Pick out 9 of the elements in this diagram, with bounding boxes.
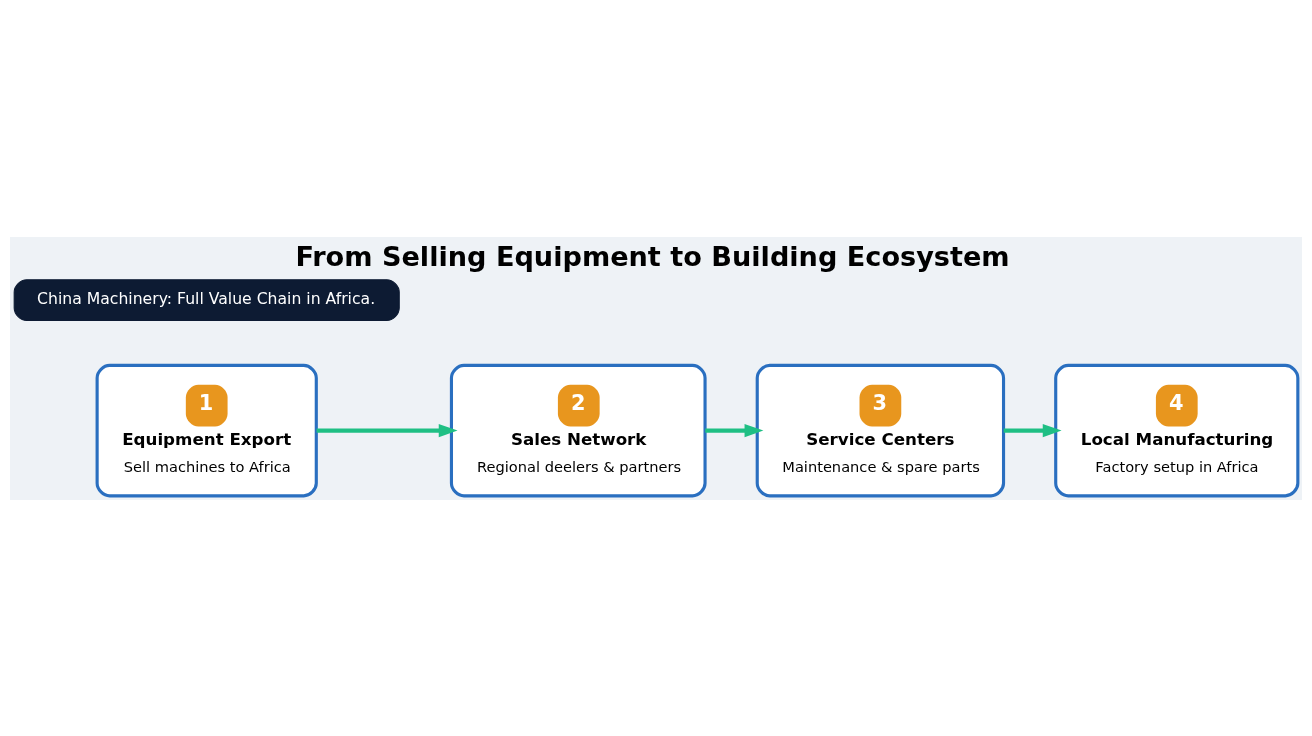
diagram-title: From Selling Equipment to Building Ecosystem [295,240,1010,272]
arrow [316,423,458,437]
arrow [1003,423,1062,437]
arrow [705,423,764,437]
node-box: 2 Sales Network Regional deelers & partners [449,363,707,497]
node-box: 1 Equipment Export Sell machines to Africa [95,363,318,497]
node-box: China Machinery: Full Value Chain in Africa. [13,278,400,321]
node-box: 4 Local Manufacturing Factory setup in Africa [1054,363,1300,497]
node-box: 3 Service Centers Maintenance & spare parts [755,363,1006,497]
